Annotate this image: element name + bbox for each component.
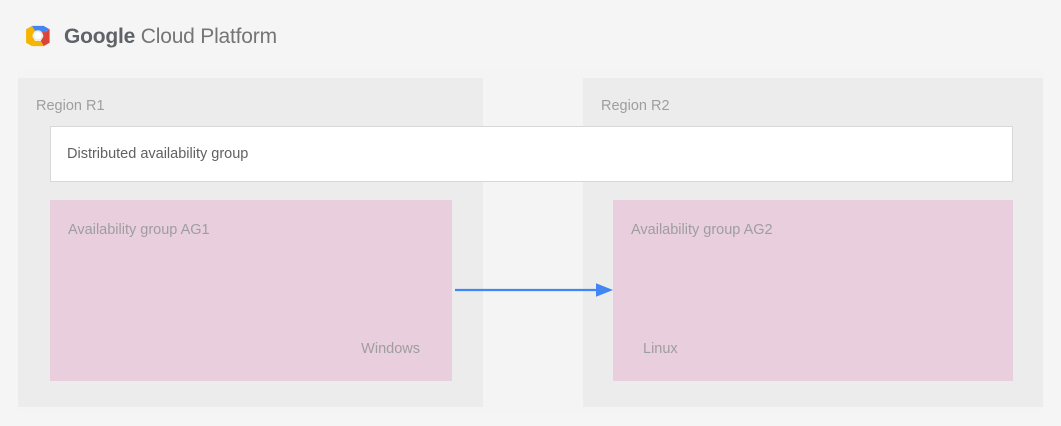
availability-group-title-ag2: Availability group AG2 bbox=[631, 222, 773, 238]
region-label-r1: Region R1 bbox=[36, 98, 105, 114]
availability-group-box-ag1: Availability group AG1 Windows bbox=[50, 200, 452, 381]
brand-header: Google Cloud Platform bbox=[22, 18, 442, 54]
availability-group-box-ag2: Availability group AG2 Linux bbox=[613, 200, 1013, 381]
brand-title-google: Google bbox=[64, 24, 136, 48]
availability-group-title-ag1: Availability group AG1 bbox=[68, 222, 210, 238]
right-arrow-icon bbox=[455, 283, 613, 297]
brand-title: Google Cloud Platform bbox=[64, 26, 277, 47]
availability-group-os-ag2: Linux bbox=[643, 341, 678, 357]
region-label-r2: Region R2 bbox=[601, 98, 670, 114]
brand-title-cloud-platform: Cloud Platform bbox=[140, 24, 277, 48]
availability-group-os-ag1: Windows bbox=[361, 341, 420, 357]
distributed-availability-group-label: Distributed availability group bbox=[67, 146, 249, 162]
distributed-availability-group-box: Distributed availability group bbox=[50, 126, 1013, 182]
google-cloud-platform-logo-icon bbox=[26, 25, 50, 47]
